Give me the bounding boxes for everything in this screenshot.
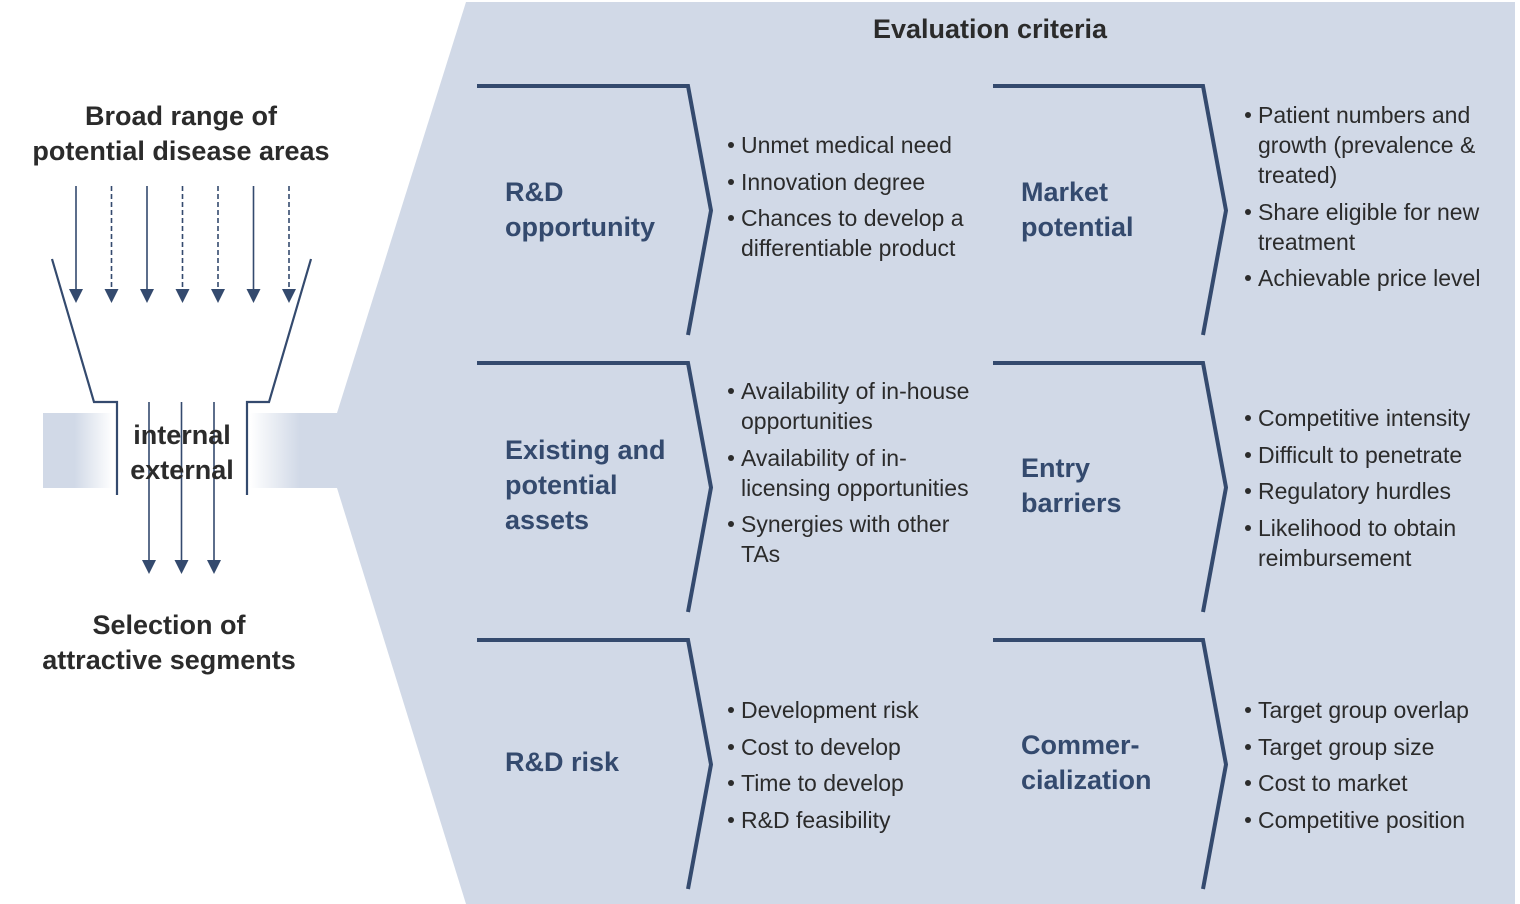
criterion-bullets: Development risk Cost to develop Time to…: [726, 695, 991, 841]
chevron-frame: [993, 361, 1229, 613]
input-arrow: [175, 186, 190, 303]
input-arrow: [69, 186, 83, 303]
bullet-item: Achievable price level: [1243, 263, 1513, 293]
output-arrow: [174, 402, 189, 574]
funnel-top-title: Broad range of potential disease areas: [32, 101, 330, 166]
arrow-head-icon: [142, 560, 156, 574]
chevron-frame: [477, 84, 714, 336]
bullet-item: Availability of in-house opportunities: [726, 376, 988, 436]
criterion-bullets: Target group overlap Target group size C…: [1243, 695, 1518, 841]
funnel-right-wall: [245, 258, 313, 495]
bullet-item: R&D feasibility: [726, 805, 991, 835]
chevron-frame: [993, 84, 1229, 336]
filter-band-left: [43, 413, 113, 488]
bullet-item: Cost to develop: [726, 732, 991, 762]
criterion-bullets: Patient numbers and growth (prevalence &…: [1243, 100, 1513, 300]
arrow-head-icon: [282, 289, 296, 303]
filter-labels: internal external: [112, 418, 252, 488]
bullet-item: Synergies with other TAs: [726, 509, 988, 569]
criterion-title: Existing and potential assets: [505, 435, 666, 535]
bullet-item: Patient numbers and growth (prevalence &…: [1243, 100, 1513, 190]
bullet-item: Cost to market: [1243, 768, 1518, 798]
output-arrow: [142, 402, 156, 574]
arrow-head-icon: [211, 289, 225, 303]
evaluation-title: Evaluation criteria: [872, 14, 1108, 44]
chevron-frame: [993, 638, 1229, 890]
criterion-bullets: Availability of in-house opportunities A…: [726, 376, 988, 576]
filter-label-internal: internal: [133, 420, 231, 450]
bullet-item: Competitive intensity: [1243, 403, 1518, 433]
bullet-item: Share eligible for new treatment: [1243, 197, 1513, 257]
criterion-title: Market potential: [1021, 177, 1134, 242]
criterion-title: Entry barriers: [1021, 453, 1122, 518]
funnel-left-wall: [50, 258, 119, 495]
bullet-item: Target group overlap: [1243, 695, 1518, 725]
filter-label-external: external: [130, 455, 234, 485]
chevron-frame: [477, 361, 714, 613]
funnel-bottom-title: Selection of attractive segments: [42, 610, 296, 675]
arrow-head-icon: [207, 560, 221, 574]
bullet-item: Development risk: [726, 695, 991, 725]
bullet-item: Time to develop: [726, 768, 991, 798]
input-arrow: [246, 186, 261, 303]
bullet-item: Target group size: [1243, 732, 1518, 762]
arrow-head-icon: [174, 560, 189, 574]
bullet-item: Competitive position: [1243, 805, 1518, 835]
criterion-bullets: Unmet medical need Innovation degree Cha…: [726, 130, 991, 270]
input-arrows: [69, 186, 296, 303]
bullet-item: Difficult to penetrate: [1243, 440, 1518, 470]
criterion-title: R&D opportunity: [505, 177, 655, 242]
criterion-bullets: Competitive intensity Difficult to penet…: [1243, 403, 1518, 579]
input-arrow: [140, 186, 154, 303]
bullet-item: Chances to develop a differentiable prod…: [726, 203, 991, 263]
filter-band-right: [250, 413, 340, 488]
criterion-title: Commer- cialization: [1021, 730, 1152, 795]
arrow-head-icon: [104, 289, 119, 303]
output-arrows: [142, 402, 221, 574]
output-arrow: [207, 402, 221, 574]
arrow-head-icon: [175, 289, 190, 303]
evaluation-panel: [337, 2, 1515, 904]
chevron-lines: [477, 84, 1229, 890]
bullet-item: Availability of in-licensing opportuniti…: [726, 443, 988, 503]
chevron-frame: [477, 638, 714, 890]
arrow-head-icon: [140, 289, 154, 303]
input-arrow: [282, 186, 296, 303]
input-arrow: [104, 186, 119, 303]
criterion-title: R&D risk: [505, 747, 620, 777]
bullet-item: Unmet medical need: [726, 130, 991, 160]
arrow-head-icon: [246, 289, 261, 303]
arrow-head-icon: [69, 289, 83, 303]
bullet-item: Regulatory hurdles: [1243, 476, 1518, 506]
bullet-item: Innovation degree: [726, 167, 991, 197]
input-arrow: [211, 186, 225, 303]
bullet-item: Likelihood to obtain reimbursement: [1243, 513, 1518, 573]
